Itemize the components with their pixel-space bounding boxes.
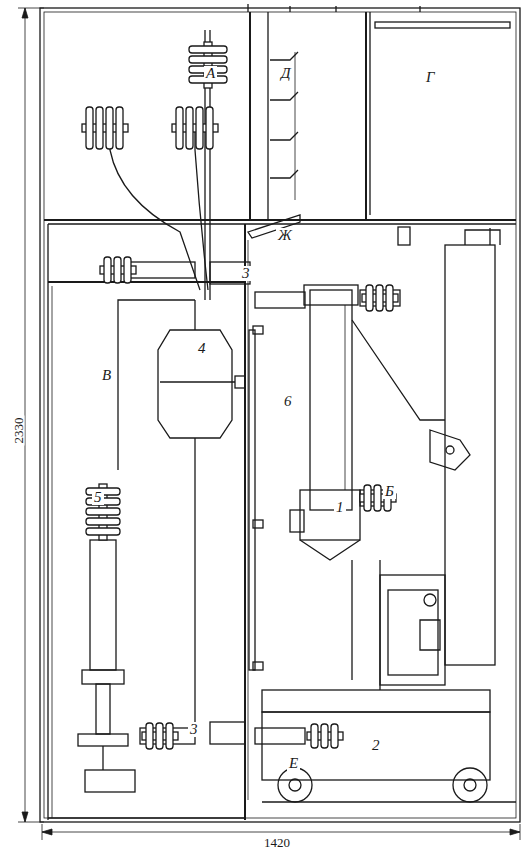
insulator-rib (86, 508, 120, 515)
compartment-letter: Б (383, 484, 396, 499)
busbar-supports (270, 52, 298, 200)
dimension-label: 1420 (262, 836, 292, 849)
callout-number: 2 (370, 738, 382, 753)
insulator-rib (114, 257, 121, 283)
cabinet-housing (40, 4, 520, 822)
post-insulator-5 (78, 540, 135, 792)
circuit-breaker (290, 285, 445, 690)
insulator-stacks (82, 42, 398, 749)
insulator-rib (156, 723, 163, 749)
insulator-rib (96, 107, 103, 149)
insulator-rib (176, 107, 183, 149)
dimension-lines (18, 8, 520, 840)
insulator-rib (374, 485, 381, 511)
callout-number: 5 (92, 490, 104, 505)
insulator-rib (106, 107, 113, 149)
insulator-rib (321, 724, 328, 748)
compartment-letter: Ж (276, 228, 294, 243)
insulator-rib (311, 724, 318, 748)
insulator-rib (86, 107, 93, 149)
insulator-rib (146, 723, 153, 749)
callout-number: 4 (196, 341, 208, 356)
insulator-rib (104, 257, 111, 283)
callout-number: 1 (334, 500, 346, 515)
current-transformer (118, 300, 245, 728)
insulator-rib (364, 485, 371, 511)
contact-arms (130, 262, 400, 744)
insulator-rib (166, 723, 173, 749)
compartment-letter: Е (287, 756, 300, 771)
insulator-rib (124, 257, 131, 283)
insulator-rib (189, 46, 227, 53)
withdrawable-truck (262, 430, 516, 802)
dimension-label: 2330 (12, 415, 25, 445)
insulator-rib (206, 107, 213, 149)
compartment-letter: А (204, 66, 217, 81)
insulator-rib (196, 107, 203, 149)
insulator-rib (86, 528, 120, 535)
compartment-letter: В (100, 368, 113, 383)
compartment-letter: Г (424, 70, 437, 85)
insulator-rib (376, 285, 383, 311)
insulator-rib (189, 56, 227, 63)
callout-number: 6 (282, 394, 294, 409)
callout-number: 3 (240, 266, 252, 281)
insulator-rib (116, 107, 123, 149)
insulator-rib (186, 107, 193, 149)
insulator-rib (366, 285, 373, 311)
insulator-rib (331, 724, 338, 748)
callout-number: 3 (188, 722, 200, 737)
insulator-rib (386, 285, 393, 311)
insulator-rib (86, 518, 120, 525)
compartment-letter: Д (279, 66, 293, 81)
